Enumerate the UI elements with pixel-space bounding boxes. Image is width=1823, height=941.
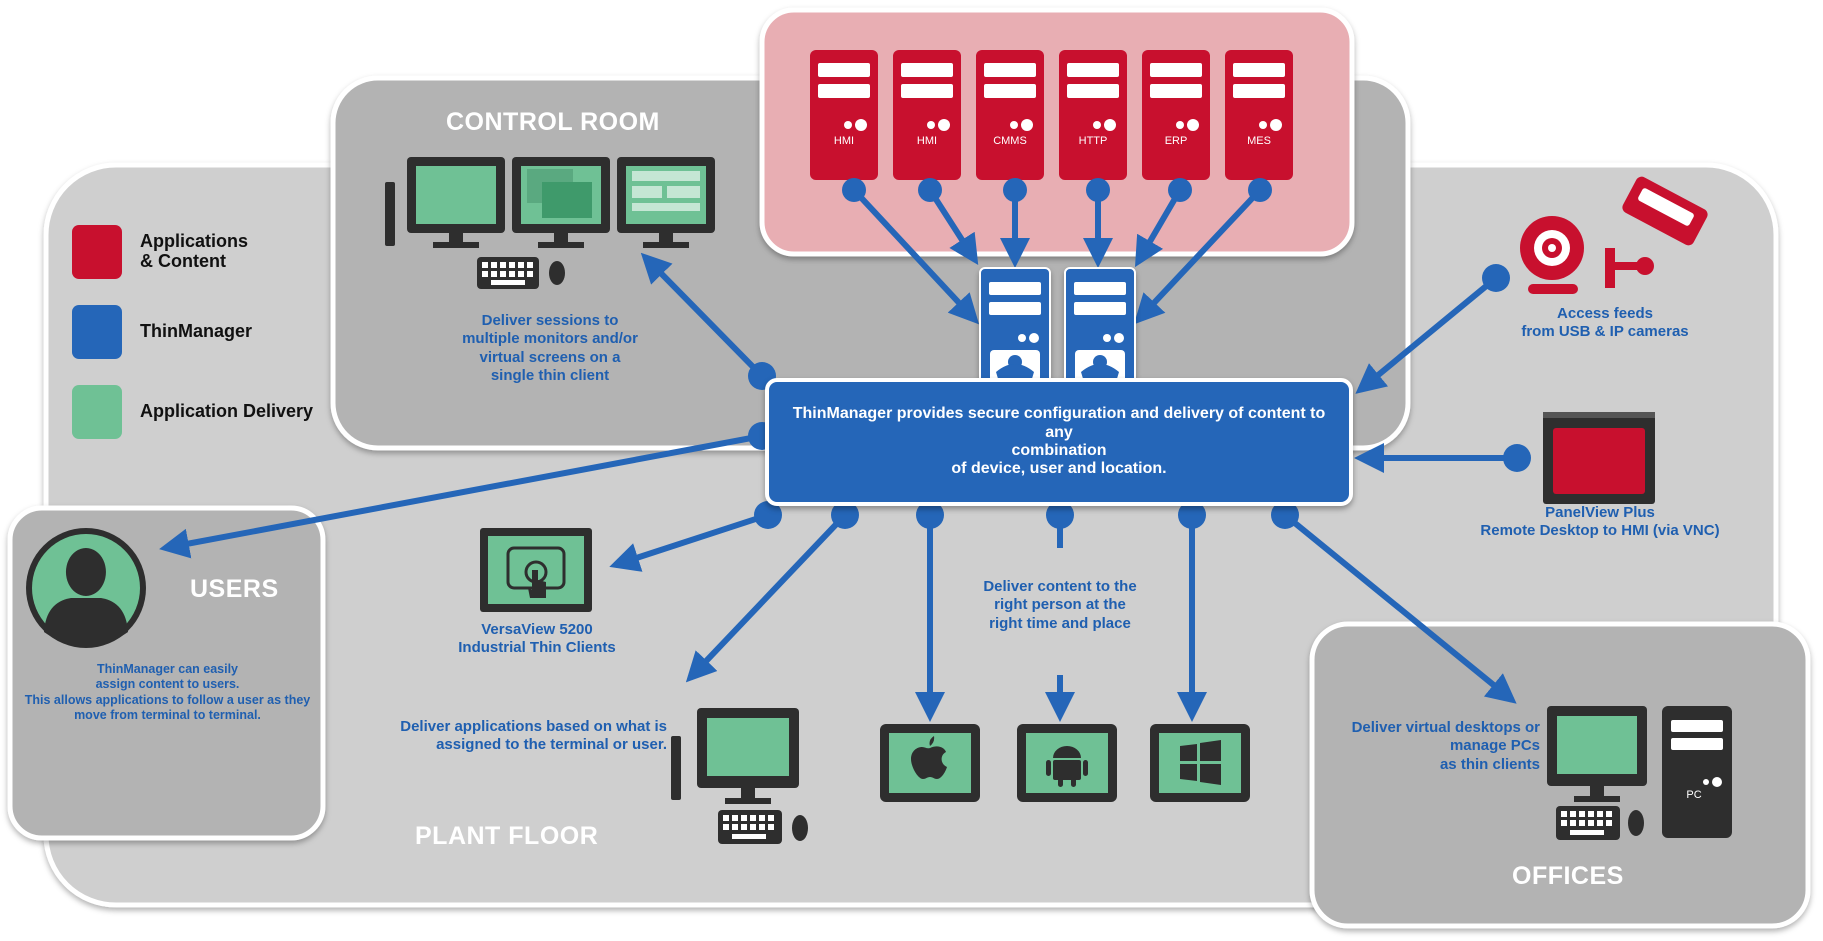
control-room-devices — [385, 157, 715, 289]
apple-icon — [911, 736, 947, 779]
server-mes — [1225, 50, 1293, 180]
keyboard-icon — [718, 810, 782, 844]
touch-panel-icon — [480, 528, 592, 612]
offices-title: OFFICES — [1512, 862, 1624, 890]
windows-tablet — [1150, 724, 1250, 802]
tower-pc-icon: PC — [1662, 706, 1732, 838]
legend-label: ThinManager — [140, 321, 253, 342]
server-erp — [1142, 50, 1210, 180]
hub-text-line: ThinManager provides secure configuratio… — [792, 405, 1326, 441]
panelview-device — [1543, 412, 1655, 504]
apple-tablet — [880, 724, 980, 802]
server-http — [1059, 50, 1127, 180]
mouse-icon — [792, 815, 808, 841]
thinmanager-hub: ThinManager provides secure configuratio… — [765, 378, 1353, 506]
legend-item-applications: Applications & Content — [72, 225, 248, 279]
pc-label: PC — [1686, 789, 1701, 801]
server-hmi-2 — [893, 50, 961, 180]
legend-label: Applications & Content — [140, 231, 249, 271]
hub-text-line: of device, user and location. — [951, 460, 1167, 478]
plant-floor-title: PLANT FLOOR — [415, 822, 599, 850]
android-tablet — [1017, 724, 1117, 802]
hub-text-line: combination — [1011, 442, 1107, 459]
office-pc: PC — [1547, 706, 1732, 840]
monitor-icon — [617, 157, 715, 248]
security-camera-icon — [1605, 176, 1708, 288]
users-title: USERS — [190, 575, 279, 603]
server-label: HMI — [917, 135, 937, 147]
control-room-title: CONTROL ROOM — [446, 108, 660, 136]
monitor-icon — [1547, 706, 1647, 802]
monitor-icon — [697, 708, 799, 804]
legend-label: Application Delivery — [140, 401, 314, 422]
mouse-icon — [1628, 810, 1644, 836]
server-label: MES — [1247, 135, 1271, 147]
server-cmms — [976, 50, 1044, 180]
android-icon — [1046, 746, 1088, 787]
server-label: CMMS — [993, 135, 1027, 147]
keyboard-icon — [1556, 806, 1620, 840]
legend-swatch — [72, 225, 122, 279]
mouse-icon — [549, 261, 565, 285]
legend-swatch — [72, 305, 122, 359]
server-label: HTTP — [1079, 135, 1108, 147]
monitor-icon — [512, 157, 610, 248]
server-hmi-1 — [810, 50, 878, 180]
windows-icon — [1180, 740, 1221, 785]
server-label: HMI — [834, 135, 854, 147]
keyboard-icon — [477, 257, 539, 289]
legend-item-thinmanager: ThinManager — [72, 305, 252, 359]
monitor-icon — [407, 157, 505, 248]
webcam-icon — [1520, 216, 1584, 294]
legend-item-delivery: Application Delivery — [72, 385, 313, 439]
server-label: ERP — [1165, 135, 1188, 147]
thinmanager-server-2 — [1064, 267, 1136, 404]
plant-terminal — [671, 708, 808, 844]
legend-swatch — [72, 385, 122, 439]
user-avatar-icon — [26, 528, 146, 648]
